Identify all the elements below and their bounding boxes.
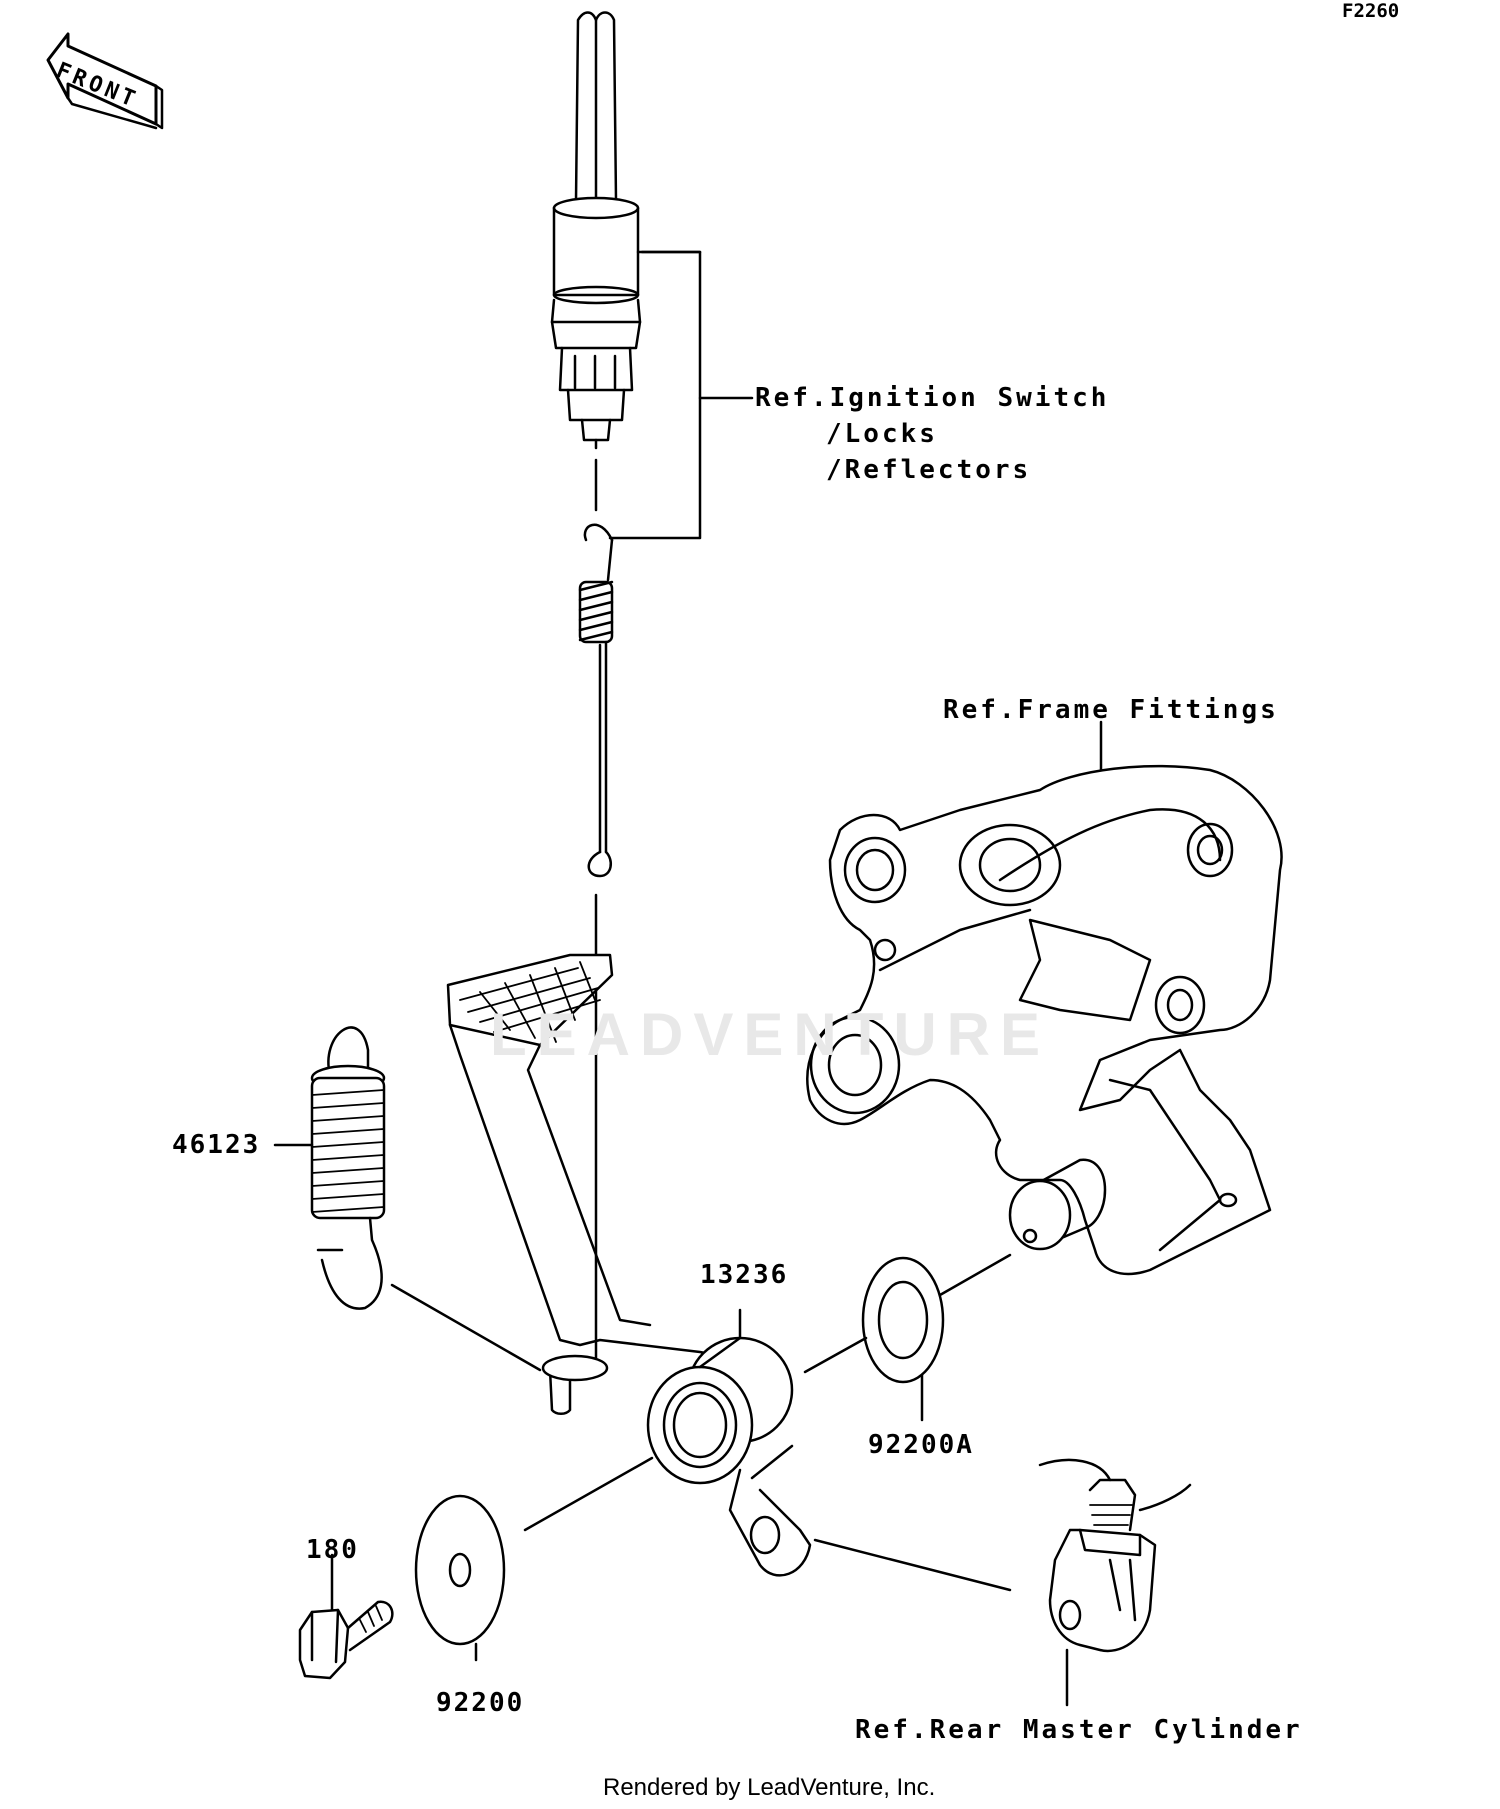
ref-ignition-switch-label: Ref.Ignition Switch [755,383,1110,413]
rear-master-cylinder [1038,1458,1192,1707]
ref-locks-label: /Locks [826,419,938,449]
brake-pedal [446,953,812,1577]
watermark: LEADVENTURE [490,1001,1051,1068]
part-number-92200a: 92200A [868,1430,974,1460]
washer-92200 [414,1494,506,1646]
brake-light-switch [550,11,642,450]
washer-to-frame-line [938,1253,1012,1297]
ref-rear-master-cylinder-label: Ref.Rear Master Cylinder [855,1715,1303,1745]
part-number-46123: 46123 [172,1130,261,1160]
washer-92200a [861,1256,945,1384]
part-number-92200: 92200 [436,1688,525,1718]
frame-fittings-bracket [806,720,1283,1276]
pedal-to-washer-line [803,1336,868,1374]
return-spring [310,1026,386,1310]
pedal-to-master-cylinder-line [813,1538,1012,1592]
footer-credit: Rendered by LeadVenture, Inc. [603,1774,936,1801]
part-number-13236: 13236 [700,1260,789,1290]
part-number-180: 180 [306,1535,359,1565]
spring-to-pedal-line [390,1283,542,1372]
washer-to-pedal-line [523,1456,654,1532]
figure-code: F2260 [1342,0,1400,22]
ref-reflectors-label: /Reflectors [826,455,1032,485]
switch-spring [578,523,614,878]
bolt-180 [298,1553,394,1680]
front-arrow-icon [46,32,164,130]
ref-frame-fittings-label: Ref.Frame Fittings [943,695,1279,725]
